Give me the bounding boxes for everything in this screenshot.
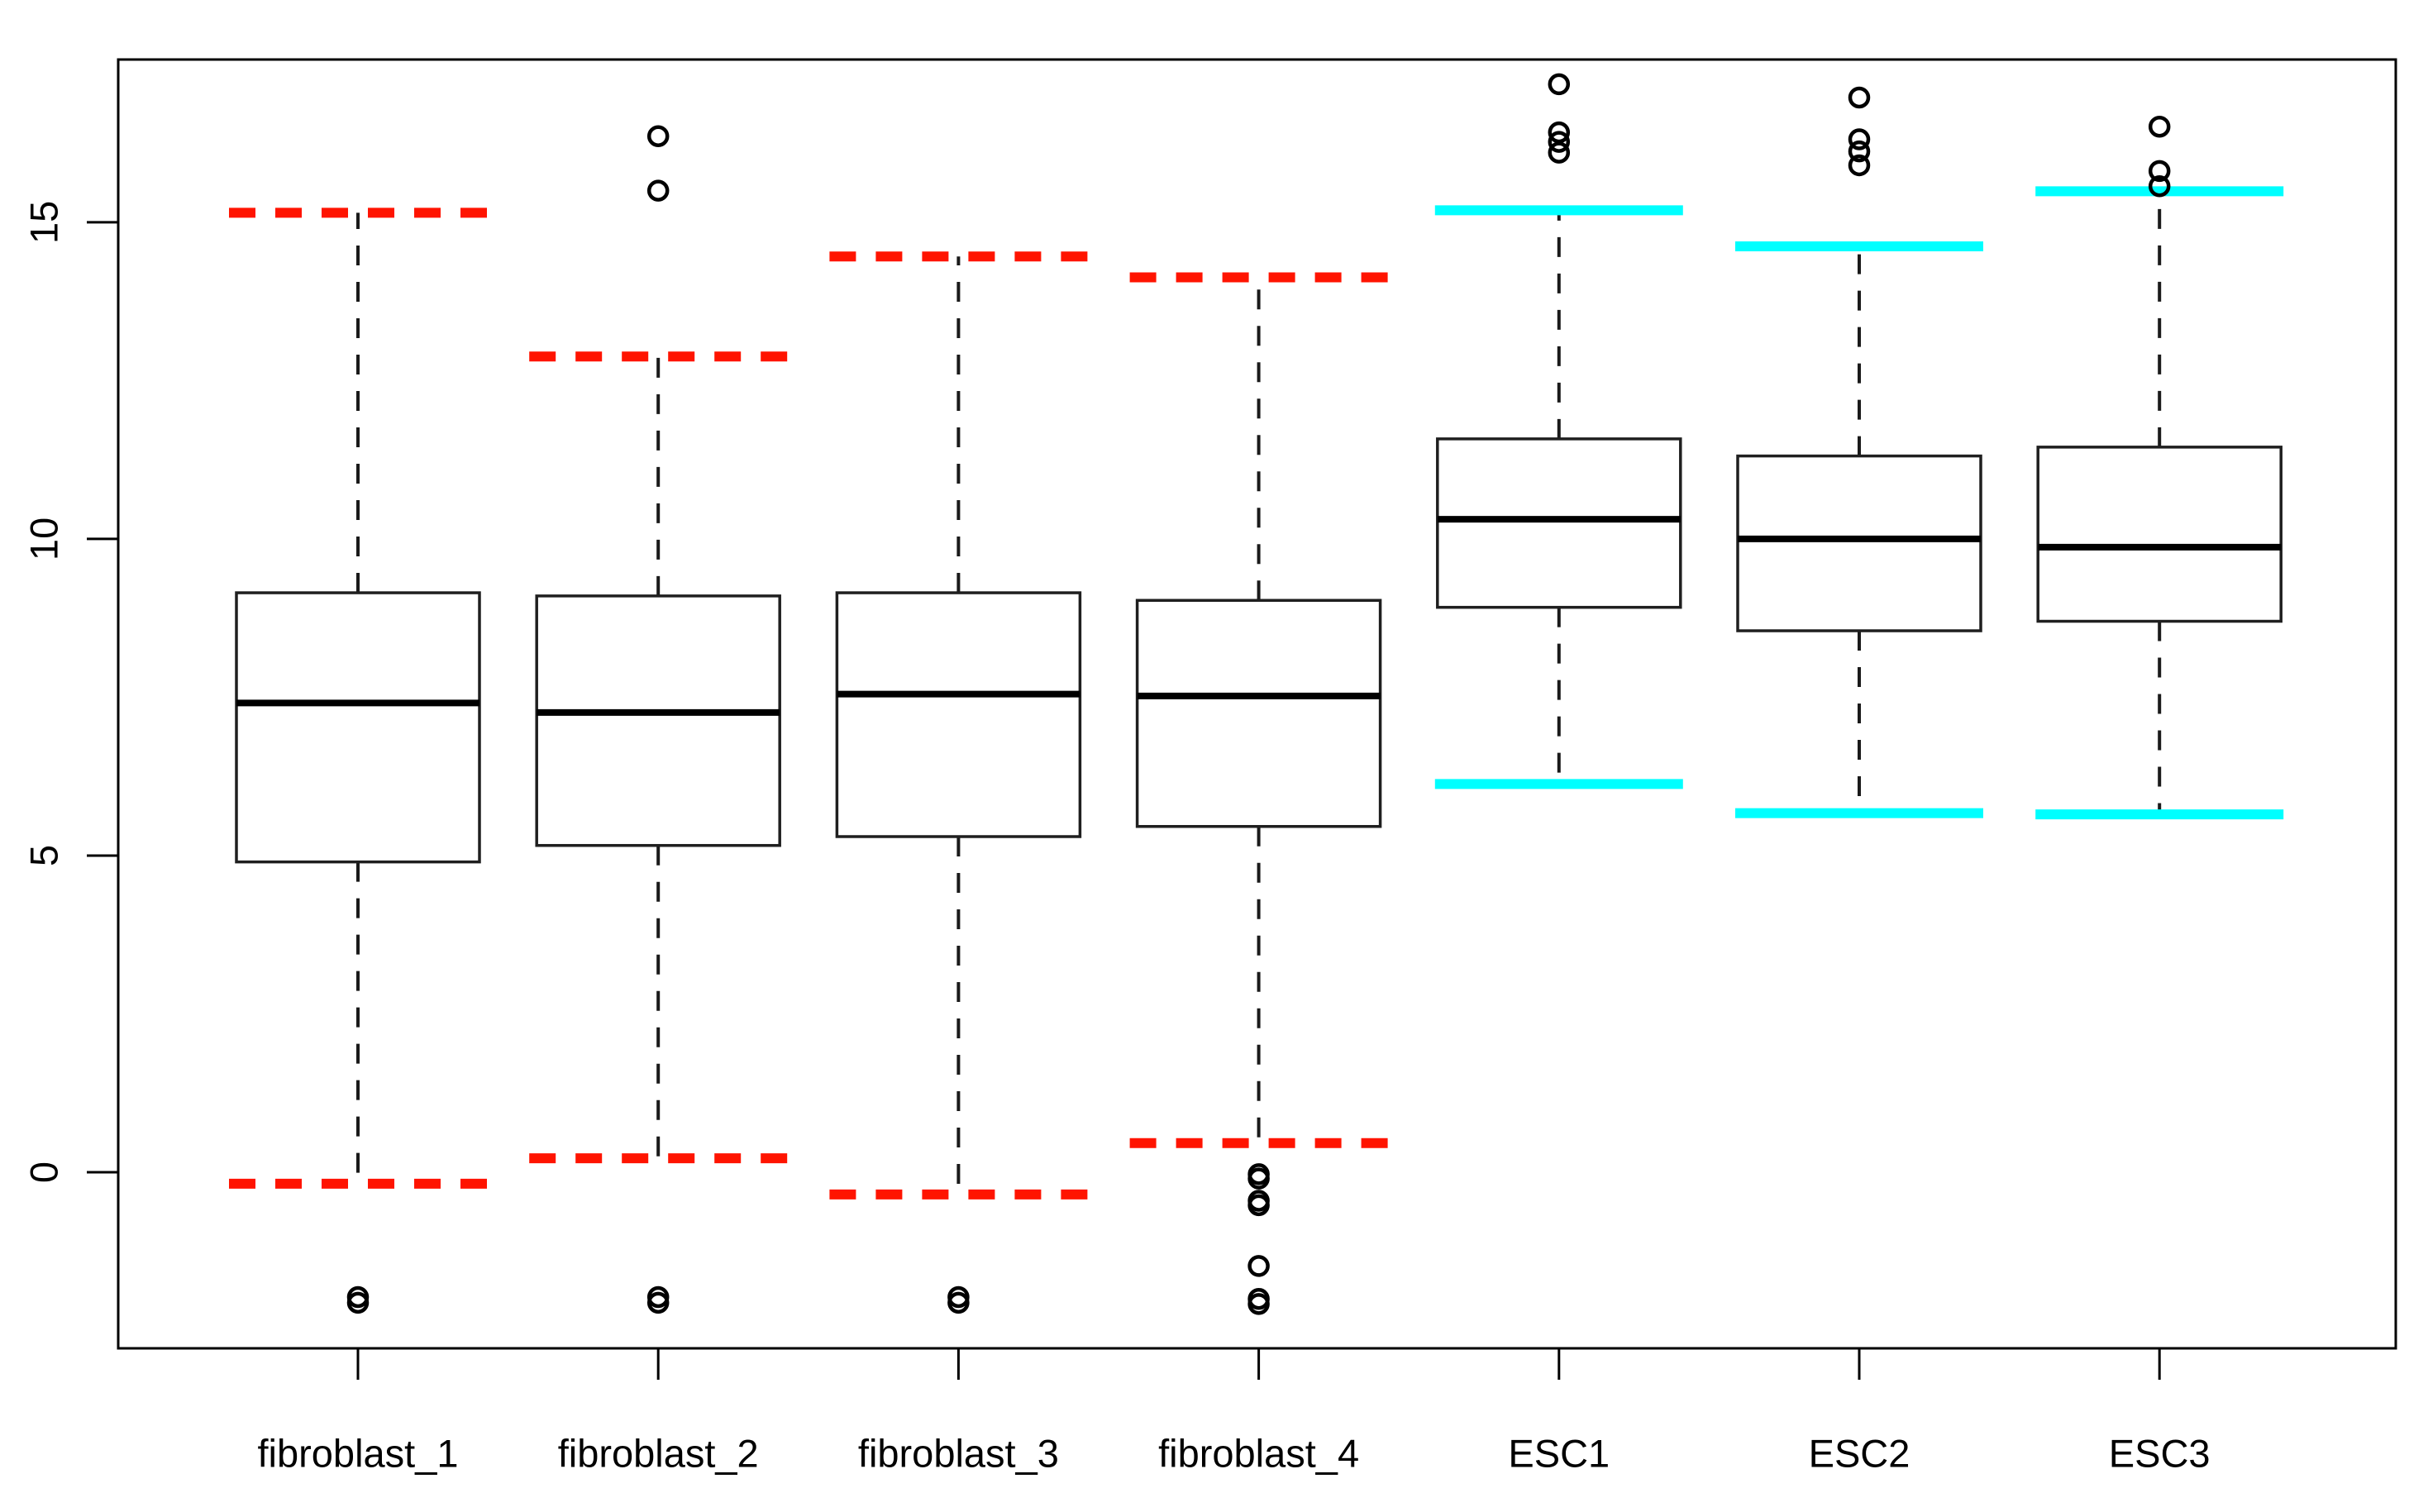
outlier-point: [1848, 128, 1871, 150]
y-tick-label: 0: [21, 1161, 65, 1183]
outlier-point: [1247, 1194, 1270, 1217]
x-category-label: ESC3: [2109, 1431, 2211, 1475]
box-ESC2: ESC2: [1735, 86, 1983, 1475]
outlier-point: [1848, 140, 1871, 163]
iqr-box: [1736, 454, 1982, 632]
box-ESC3: ESC3: [2035, 115, 2284, 1475]
outlier-point: [1848, 86, 1871, 109]
box-fibroblast_4: fibroblast_4: [1129, 272, 1388, 1475]
outlier-point: [1848, 154, 1871, 177]
outlier-point: [1548, 131, 1571, 153]
outlier-point: [1247, 1167, 1270, 1190]
outlier-point: [947, 1291, 970, 1314]
outlier-point: [1247, 1255, 1270, 1277]
box-ESC1: ESC1: [1434, 73, 1683, 1475]
x-category-label: ESC1: [1508, 1431, 1610, 1475]
box-fibroblast_3: fibroblast_3: [829, 251, 1088, 1475]
outlier-point: [1548, 73, 1571, 96]
outlier-point: [2148, 160, 2171, 183]
box-fibroblast_2: fibroblast_2: [529, 125, 788, 1475]
iqr-box: [2036, 446, 2283, 623]
y-tick-label: 10: [21, 518, 65, 560]
box-fibroblast_1: fibroblast_1: [229, 207, 487, 1475]
plot-border: [117, 58, 2397, 1350]
x-category-label: ESC2: [1809, 1431, 1910, 1475]
outlier-point: [646, 1291, 670, 1314]
outlier-point: [2148, 115, 2171, 138]
y-tick-label: 5: [21, 845, 65, 866]
iqr-box: [1436, 437, 1682, 609]
outlier-point: [1247, 1293, 1270, 1315]
x-category-label: fibroblast_3: [858, 1431, 1059, 1475]
iqr-box: [535, 594, 781, 847]
outlier-point: [646, 125, 670, 147]
x-category-label: fibroblast_4: [1158, 1431, 1359, 1475]
iqr-box: [835, 591, 1082, 838]
outlier-point: [1548, 141, 1571, 164]
outlier-point: [646, 179, 670, 202]
outlier-point: [346, 1291, 370, 1314]
outlier-point: [1548, 121, 1571, 144]
y-tick-label: 15: [21, 201, 65, 244]
iqr-box: [235, 591, 481, 864]
x-category-label: fibroblast_2: [558, 1431, 759, 1475]
outlier-point: [2148, 174, 2171, 198]
iqr-box: [1135, 599, 1382, 828]
x-category-label: fibroblast_1: [258, 1431, 459, 1475]
